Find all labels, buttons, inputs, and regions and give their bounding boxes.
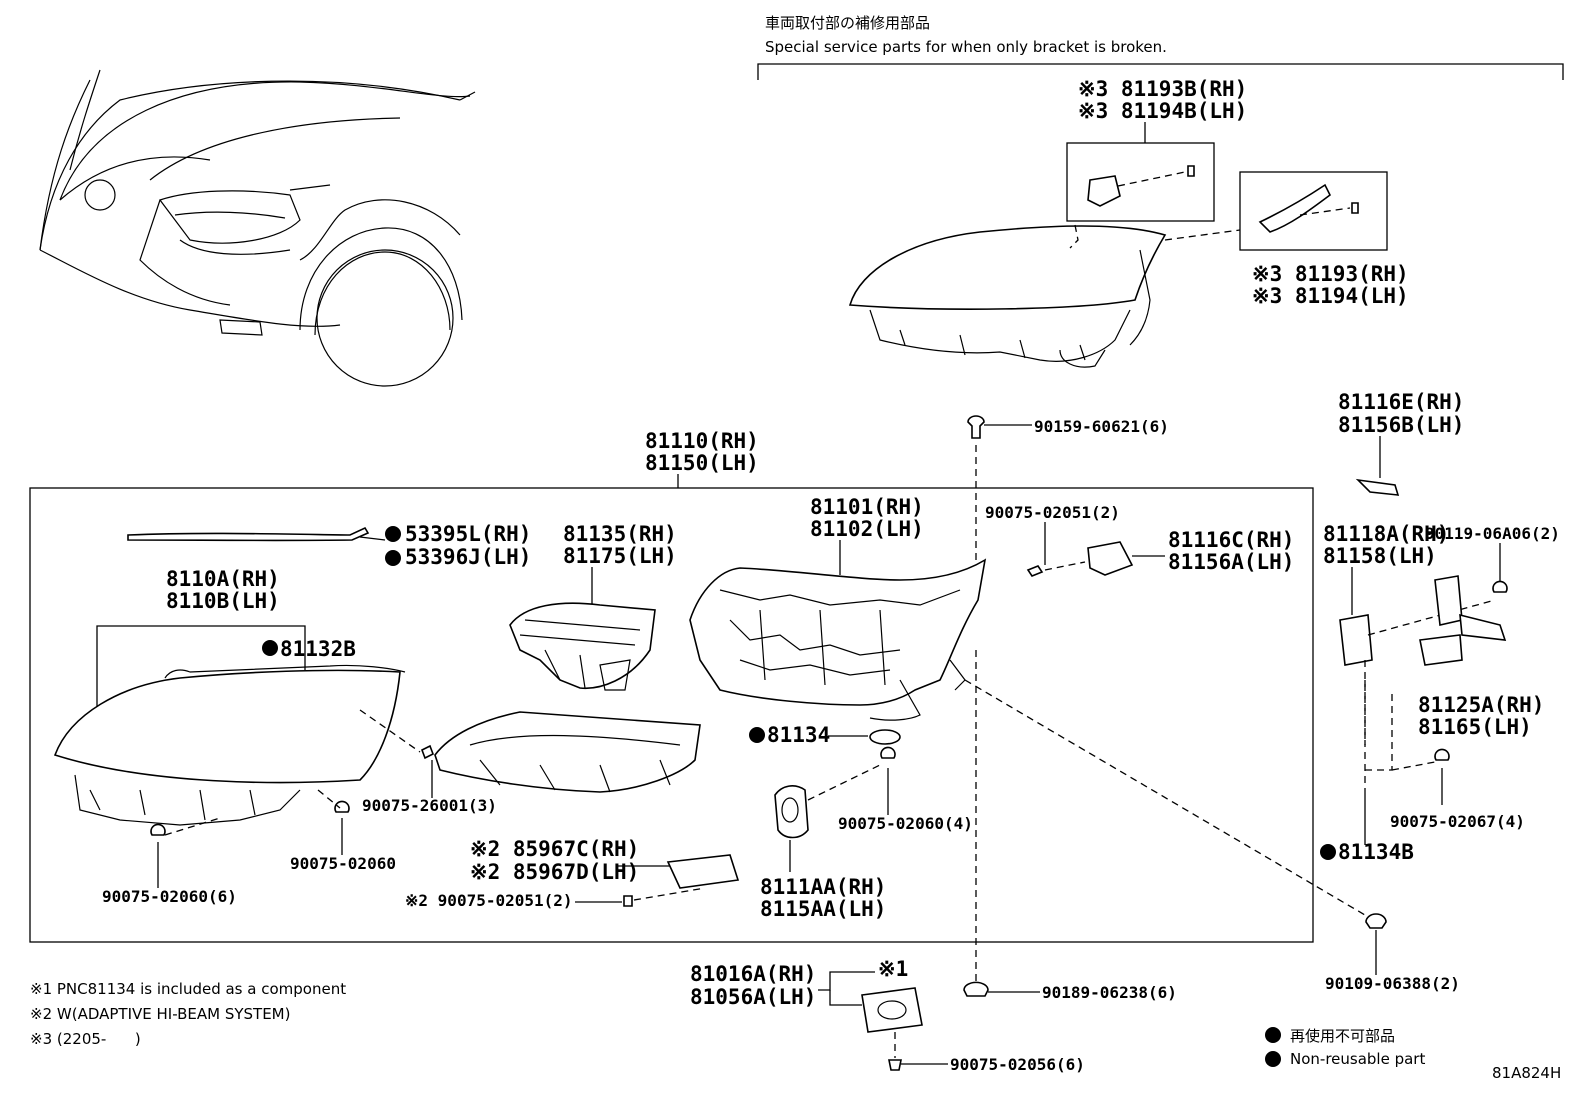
label-81175: 81175(LH) xyxy=(563,544,677,568)
lamp-unit-81135 xyxy=(509,602,656,691)
label-81165: 81165(LH) xyxy=(1418,715,1532,739)
label-90075-02051-b: ※2 90075-02051(2) xyxy=(405,891,573,910)
headlamp-upper-illustration xyxy=(848,142,1388,368)
legend-dot-icon xyxy=(1265,1027,1281,1043)
trim-strip xyxy=(127,526,370,542)
legend-en: Non-reusable part xyxy=(1290,1050,1425,1068)
module-81016A xyxy=(861,987,923,1033)
label-90075-26001: 90075-26001(3) xyxy=(362,796,497,815)
bracket-service-range xyxy=(757,63,1564,80)
label-8115AA: 8115AA(LH) xyxy=(760,897,886,921)
note-1: ※1 PNC81134 is included as a component xyxy=(30,980,346,998)
label-90075-02056: 90075-02056(6) xyxy=(950,1055,1085,1074)
header-title-jp: 車両取付部の補修用部品 xyxy=(765,14,930,32)
ecu-85967C xyxy=(666,854,740,889)
clip-90189 xyxy=(963,981,989,997)
label-81101: 81101(RH) xyxy=(810,495,924,519)
label-81132B: 81132B xyxy=(280,637,356,661)
label-90075-02060-6: 90075-02060(6) xyxy=(102,887,237,906)
label-81156A: 81156A(LH) xyxy=(1168,550,1294,574)
label-81158: 81158(LH) xyxy=(1323,544,1437,568)
label-x1: ※1 xyxy=(878,957,908,981)
note-3: ※3 (2205- ) xyxy=(30,1030,141,1048)
label-8111AA: 8111AA(RH) xyxy=(760,875,886,899)
label-8110B: 8110B(LH) xyxy=(166,589,280,613)
label-53395L: 53395L(RH) xyxy=(405,522,531,546)
label-85967C: ※2 85967C(RH) xyxy=(470,837,639,861)
label-81118A: 81118A(RH) xyxy=(1323,522,1449,546)
label-81193: ※3 81193(RH) xyxy=(1252,262,1409,286)
label-81134B: 81134B xyxy=(1338,840,1414,864)
label-90109: 90109-06388(2) xyxy=(1325,974,1460,993)
label-81193B: ※3 81193B(RH) xyxy=(1078,77,1247,101)
housing-81101 xyxy=(689,558,987,721)
legend-jp: 再使用不可部品 xyxy=(1290,1027,1395,1045)
lens-8110A xyxy=(53,664,406,826)
reference-code: 81A824H xyxy=(1492,1064,1561,1082)
label-90075-02060-4: 90075-02060(4) xyxy=(838,814,973,833)
label-81116C: 81116C(RH) xyxy=(1168,528,1294,552)
label-81156B: 81156B(LH) xyxy=(1338,413,1464,437)
label-90159: 90159-60621(6) xyxy=(1034,417,1169,436)
label-90075-02060: 90075-02060 xyxy=(290,854,396,873)
module-8111AA xyxy=(774,785,809,839)
label-90075-02051-2: 90075-02051(2) xyxy=(985,503,1120,522)
label-90119: 90119-06A06(2) xyxy=(1425,524,1560,543)
bezel xyxy=(434,711,701,793)
clip-90109 xyxy=(1365,913,1387,929)
label-8110A: 8110A(RH) xyxy=(166,567,280,591)
vehicle-illustration xyxy=(39,69,476,387)
screw-90159 xyxy=(967,415,985,439)
label-81134: 81134 xyxy=(767,723,830,747)
label-81016A: 81016A(RH) xyxy=(690,962,816,986)
label-81116E: 81116E(RH) xyxy=(1338,390,1464,414)
bracket-81125A xyxy=(1419,575,1507,666)
note-2: ※2 W(ADAPTIVE HI-BEAM SYSTEM) xyxy=(30,1005,290,1023)
label-53396J: 53396J(LH) xyxy=(405,545,531,569)
label-81110: 81110(RH) xyxy=(645,429,759,453)
o-ring-81134 xyxy=(869,729,901,745)
label-81125A: 81125A(RH) xyxy=(1418,693,1544,717)
label-81135: 81135(RH) xyxy=(563,522,677,546)
assembly-frame xyxy=(29,487,1314,943)
label-81194: ※3 81194(LH) xyxy=(1252,284,1409,308)
label-90189: 90189-06238(6) xyxy=(1042,983,1177,1002)
label-81150: 81150(LH) xyxy=(645,451,759,475)
label-81056A: 81056A(LH) xyxy=(690,985,816,1009)
label-81194B: ※3 81194B(LH) xyxy=(1078,99,1247,123)
label-90075-02067: 90075-02067(4) xyxy=(1390,812,1525,831)
label-81102: 81102(LH) xyxy=(810,517,924,541)
label-85967D: ※2 85967D(LH) xyxy=(470,860,639,884)
header-title-en: Special service parts for when only brac… xyxy=(765,38,1167,56)
